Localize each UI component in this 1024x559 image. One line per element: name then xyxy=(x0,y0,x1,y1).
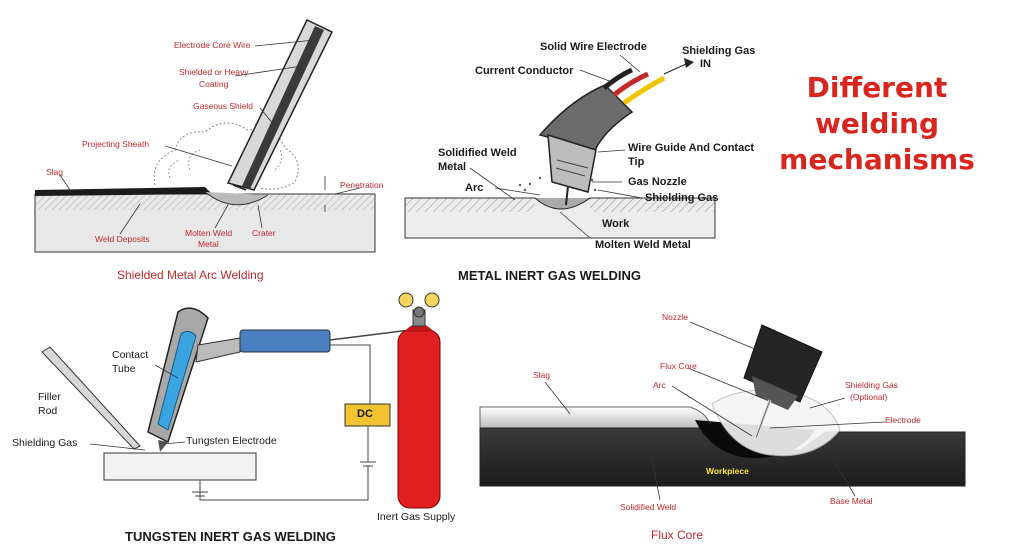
fcaw-label-arc: Arc xyxy=(653,380,666,390)
mig-label-solidified-1: Solidified Weld xyxy=(438,147,517,159)
smaw-diagram xyxy=(34,19,376,253)
fcaw-diagram xyxy=(479,321,966,501)
smaw-label-sheath: Projecting Sheath xyxy=(82,139,150,149)
smaw-label-coating-1: Shielded or Heavy xyxy=(179,67,249,77)
smaw-electrode-core xyxy=(242,26,324,189)
mig-label-molten: Molten Weld Metal xyxy=(595,239,691,251)
mig-label-shield-gas-in-1: Shielding Gas xyxy=(682,45,756,57)
mig-cable-yellow xyxy=(622,75,666,106)
mig-label-shield-gas-in-2: IN xyxy=(700,58,711,70)
tig-label-filler-1: Filler xyxy=(38,391,61,403)
mig-cable-black xyxy=(602,67,634,90)
mig-label-current-conductor: Current Conductor xyxy=(475,65,574,77)
tig-label-dc: DC xyxy=(357,408,373,420)
tig-regulator-left xyxy=(398,292,414,308)
mig-label-work: Work xyxy=(602,218,630,230)
smaw-label-gaseous-shield: Gaseous Shield xyxy=(193,101,254,111)
smaw-label-penetration: Penetration xyxy=(340,180,384,190)
mig-label-arc: Arc xyxy=(465,182,484,194)
tig-label-shielding-gas: Shielding Gas xyxy=(12,437,78,449)
tig-base-plate xyxy=(103,452,257,481)
fcaw-caption: Flux Core xyxy=(651,528,704,542)
fcaw-label-shield-gas-2: (Optional) xyxy=(850,392,888,402)
mig-label-solidified-2: Metal xyxy=(438,161,467,173)
tig-filler-rod xyxy=(41,346,141,450)
tig-caption: TUNGSTEN INERT GAS WELDING xyxy=(125,529,336,544)
tig-label-contact-2: Tube xyxy=(112,363,136,375)
mig-label-gas-nozzle: Gas Nozzle xyxy=(628,176,687,188)
tig-label-filler-2: Rod xyxy=(38,405,58,417)
tig-label-gas-supply: Inert Gas Supply xyxy=(377,511,456,523)
tig-diagram xyxy=(41,292,441,509)
smaw-label-molten-2: Metal xyxy=(198,239,219,249)
smaw-label-weld-deposits: Weld Deposits xyxy=(95,234,150,244)
fcaw-label-nozzle: Nozzle xyxy=(662,312,688,322)
tig-hose xyxy=(239,329,331,353)
fcaw-label-base-metal: Base Metal xyxy=(830,496,873,506)
mig-cable-red xyxy=(612,71,650,97)
fcaw-label-shield-gas-1: Shielding Gas xyxy=(845,380,898,390)
main-title-line2: mechanisms xyxy=(779,143,975,176)
smaw-label-coating-2: Coating xyxy=(199,79,229,89)
fcaw-slag xyxy=(479,406,711,429)
smaw-caption: Shielded Metal Arc Welding xyxy=(117,268,264,282)
smaw-weld-pool xyxy=(204,191,269,206)
tig-label-tungsten: Tungsten Electrode xyxy=(186,435,277,447)
tig-gas-cylinder xyxy=(397,329,441,509)
mig-label-wire-guide-1: Wire Guide And Contact xyxy=(628,142,754,154)
main-title: Different welding mechanisms xyxy=(742,70,1012,178)
smaw-slag-bead xyxy=(35,187,212,196)
main-title-line1: Different welding xyxy=(806,71,948,140)
mig-label-shielding-gas: Shielding Gas xyxy=(645,192,719,204)
tig-regulator-right xyxy=(424,292,440,308)
tig-label-contact-1: Contact xyxy=(112,349,149,361)
mig-caption: METAL INERT GAS WELDING xyxy=(458,268,641,283)
mig-label-solid-wire: Solid Wire Electrode xyxy=(540,41,647,53)
fcaw-label-slag: Slag xyxy=(533,370,551,380)
mig-diagram xyxy=(404,54,716,239)
smaw-base-hatch xyxy=(35,194,375,210)
smaw-gas-cloud xyxy=(153,122,299,190)
mig-label-wire-guide-2: Tip xyxy=(628,156,645,168)
smaw-label-crater: Crater xyxy=(252,228,276,238)
smaw-label-slag: Slag xyxy=(46,167,64,177)
fcaw-label-workpiece: Workpiece xyxy=(706,466,749,476)
smaw-label-core-wire: Electrode Core Wire xyxy=(174,40,251,50)
fcaw-label-solidified: Solidified Weld xyxy=(620,502,677,512)
smaw-label-molten-1: Molten Weld xyxy=(185,228,233,238)
tig-contact-tube xyxy=(157,330,197,431)
fcaw-label-electrode: Electrode xyxy=(885,415,921,425)
fcaw-label-flux-core: Flux Core xyxy=(660,361,697,371)
